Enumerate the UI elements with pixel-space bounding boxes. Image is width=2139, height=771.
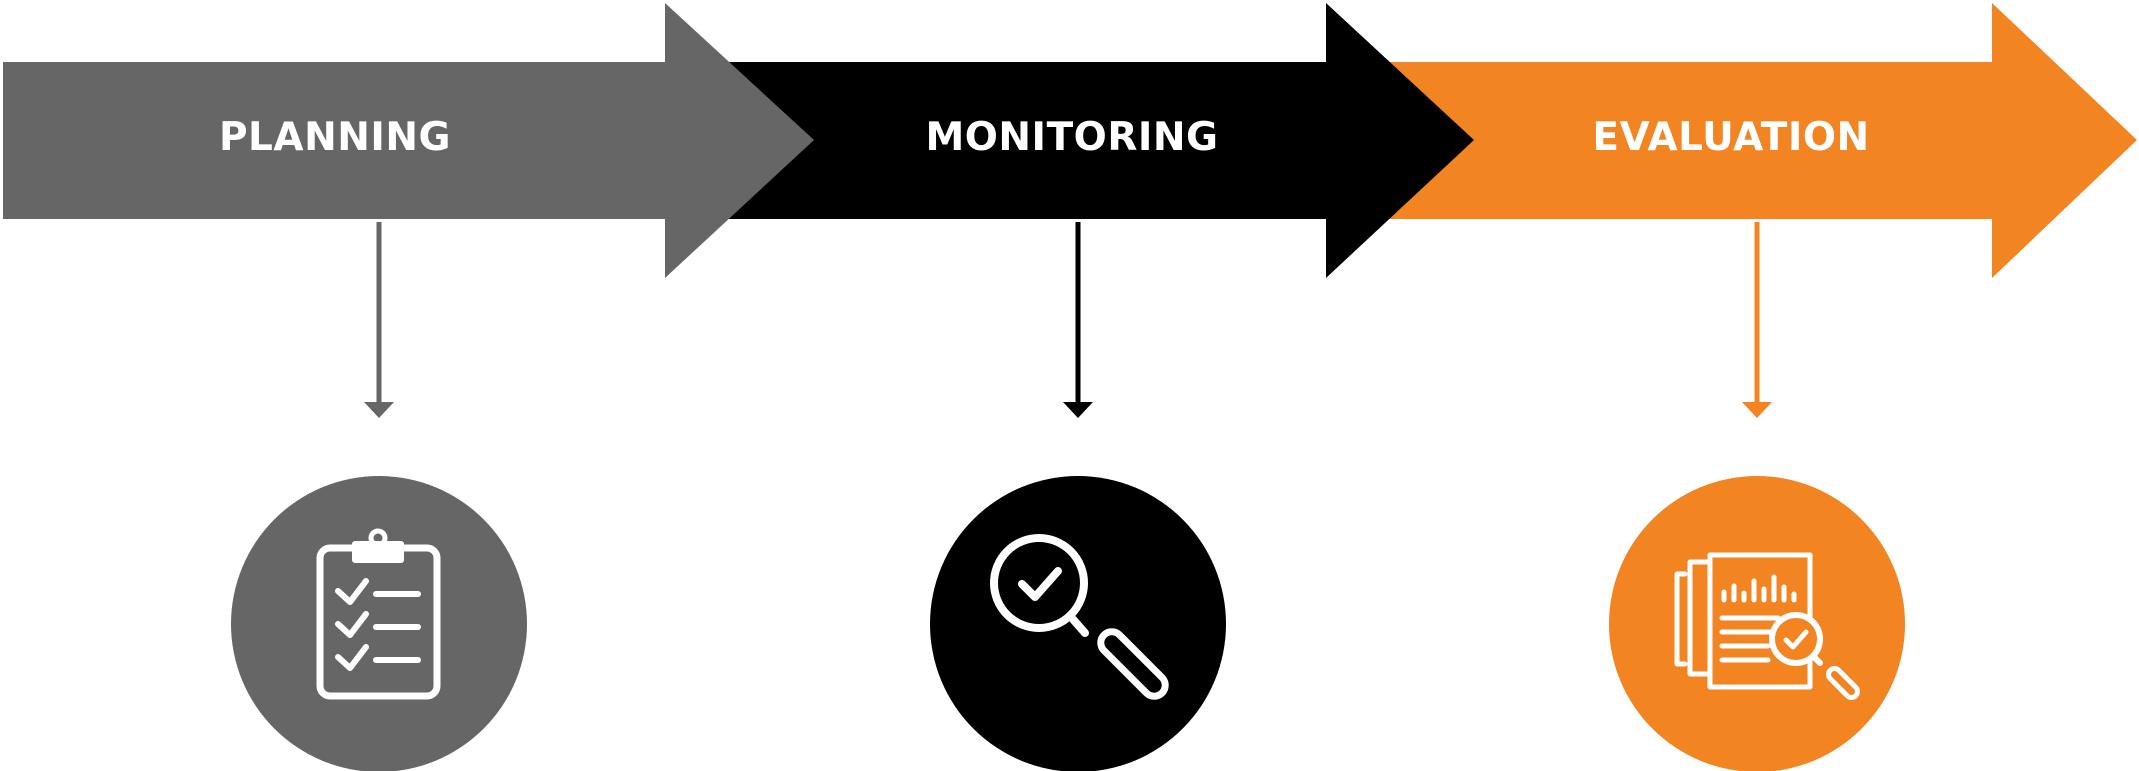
report-analysis-icon: [1674, 552, 1860, 700]
monitoring-down-arrow: [1063, 222, 1093, 418]
monitoring-label: MONITORING: [925, 115, 1218, 160]
evaluation-arrow: [1388, 3, 2137, 278]
evaluation-down-arrow: [1742, 222, 1772, 418]
evaluation-icon-circle: [1609, 476, 1905, 771]
planning-icon-circle: [231, 476, 527, 771]
evaluation-label: EVALUATION: [1592, 115, 1869, 160]
monitoring-arrow: [728, 3, 1474, 278]
planning-label: PLANNING: [219, 115, 451, 160]
planning-arrow: [3, 3, 814, 278]
planning-down-arrow: [364, 222, 394, 418]
magnifier-check-icon: [990, 534, 1169, 700]
clipboard-checklist-icon: [316, 528, 441, 700]
